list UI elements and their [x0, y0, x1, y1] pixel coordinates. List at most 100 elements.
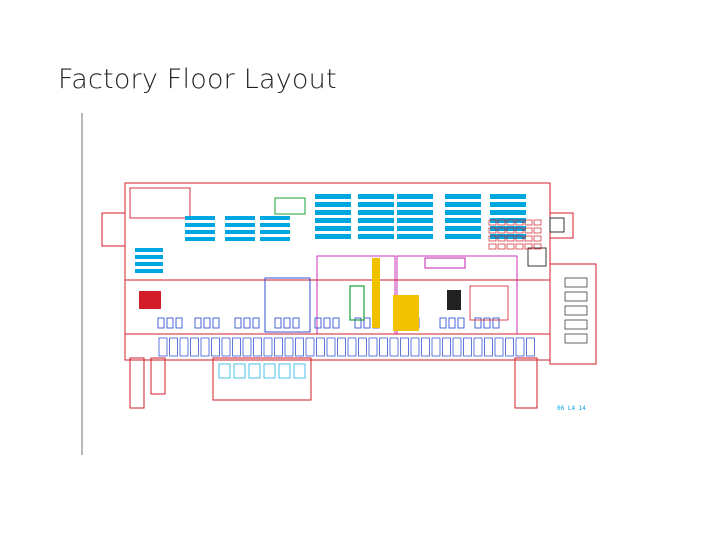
dock-bay	[284, 337, 294, 357]
annex-room	[564, 291, 588, 302]
dock-bay	[337, 337, 346, 357]
red-bin	[524, 243, 533, 250]
rack-row	[445, 202, 481, 207]
red-bin	[515, 235, 524, 242]
rack-row	[358, 218, 394, 223]
dock-bay	[221, 337, 231, 357]
rack-row	[397, 194, 433, 199]
dock-bay	[242, 337, 252, 357]
machine-cell	[283, 317, 291, 329]
dock-bay	[431, 337, 441, 357]
dock-bay	[442, 337, 451, 357]
dock-bay	[494, 337, 504, 357]
machine-cell	[483, 317, 491, 329]
red-bin	[488, 227, 497, 234]
machine-cell	[175, 317, 183, 329]
machine-cell	[274, 317, 282, 329]
dock-bay	[295, 337, 304, 357]
rack-row	[397, 234, 433, 239]
machine-cell	[448, 317, 456, 329]
dock-bay	[484, 337, 493, 357]
dock-bay	[410, 337, 420, 357]
rack-row	[445, 218, 481, 223]
machine-cell	[212, 317, 220, 329]
dock-bay	[200, 337, 210, 357]
office-room	[263, 363, 276, 379]
dock-bay	[274, 337, 283, 357]
building-outline	[101, 182, 597, 409]
dock-bay	[358, 337, 367, 357]
rack-row	[315, 234, 351, 239]
dock-bay	[452, 337, 462, 357]
rack-row	[445, 226, 481, 231]
dock-bay	[505, 337, 514, 357]
office-room	[233, 363, 246, 379]
red-bin	[497, 235, 506, 242]
rack-row	[185, 230, 215, 234]
red-bin	[524, 227, 533, 234]
dock-bay	[389, 337, 399, 357]
red-bin	[533, 219, 542, 226]
dock-bay	[526, 337, 535, 357]
red-bin	[506, 235, 515, 242]
red-bin	[533, 243, 542, 250]
plan-corner-label: 06 L4 14	[557, 405, 586, 412]
rack-row	[135, 248, 163, 252]
machine-cell	[243, 317, 251, 329]
rack-row	[185, 237, 215, 241]
machine-cell	[354, 317, 362, 329]
dock-bay	[232, 337, 241, 357]
dock-bay	[305, 337, 315, 357]
annex-room	[564, 333, 588, 344]
machine-cell	[332, 317, 340, 329]
red-bin	[515, 243, 524, 250]
storage-racks	[135, 194, 542, 329]
dock-bay	[253, 337, 262, 357]
red-bin	[506, 243, 515, 250]
machine-cell	[166, 317, 174, 329]
rack-row	[397, 226, 433, 231]
rack-row	[358, 202, 394, 207]
rack-row	[260, 216, 290, 220]
rack-row	[260, 230, 290, 234]
dock-bay	[190, 337, 199, 357]
red-bin	[497, 227, 506, 234]
rack-row	[225, 216, 255, 220]
dock-bay	[169, 337, 178, 357]
machine-cell	[492, 317, 500, 329]
rack-row	[260, 223, 290, 227]
rack-row	[135, 269, 163, 273]
red-bin	[488, 235, 497, 242]
machine-cell	[203, 317, 211, 329]
red-bin	[488, 243, 497, 250]
machine-cell	[323, 317, 331, 329]
production-equipment	[139, 197, 509, 331]
dock-bay	[316, 337, 325, 357]
rack-row	[225, 223, 255, 227]
dock-bay	[400, 337, 409, 357]
dock-bay	[326, 337, 336, 357]
office-room	[248, 363, 261, 379]
annex-room	[564, 277, 588, 288]
red-bin	[524, 219, 533, 226]
rack-row	[315, 194, 351, 199]
rack-row	[445, 234, 481, 239]
rack-row	[397, 218, 433, 223]
red-bin	[497, 243, 506, 250]
rack-row	[490, 202, 526, 207]
zone-boundaries	[125, 187, 565, 335]
rack-row	[358, 210, 394, 215]
rack-row	[358, 194, 394, 199]
dock-bay	[463, 337, 472, 357]
dock-bay	[368, 337, 378, 357]
machine-cell	[252, 317, 260, 329]
red-bin	[515, 227, 524, 234]
rack-row	[225, 237, 255, 241]
rack-row	[490, 226, 526, 231]
red-bin	[533, 227, 542, 234]
red-bin	[488, 219, 497, 226]
red-bin	[524, 235, 533, 242]
machine-cell	[474, 317, 482, 329]
office-room	[293, 363, 306, 379]
rack-row	[315, 226, 351, 231]
